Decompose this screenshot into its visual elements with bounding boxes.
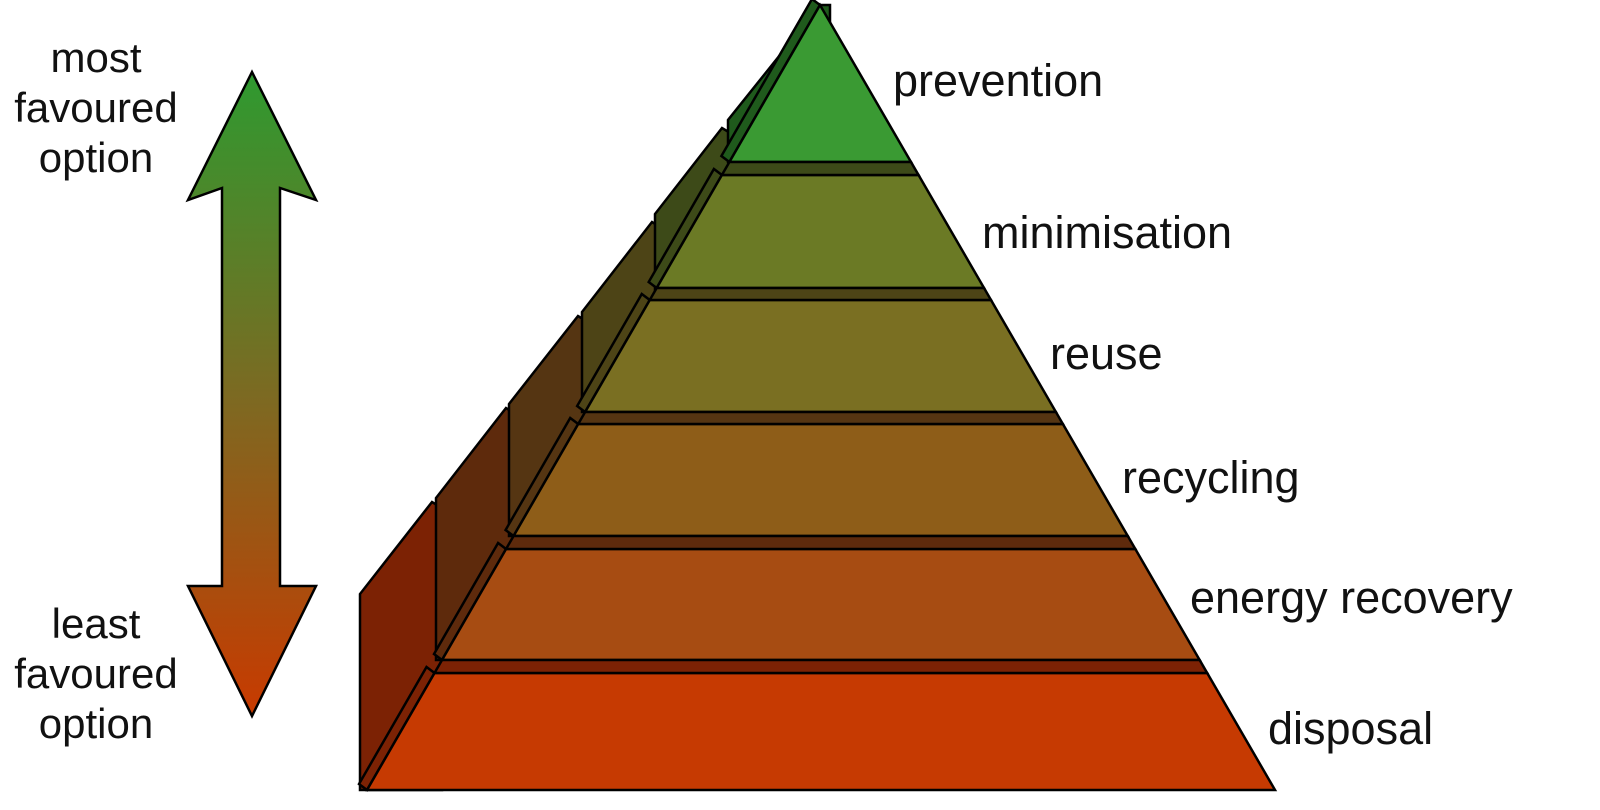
tier-label: recycling <box>1122 452 1300 503</box>
most-favoured-label: most favoured option <box>14 34 177 181</box>
tier-ledge <box>719 160 921 177</box>
tier-label: reuse <box>1050 328 1163 379</box>
tier-ledge <box>432 658 1210 675</box>
tier-ledge <box>503 534 1138 551</box>
most-favoured-line: option <box>39 134 153 181</box>
least-favoured-line: least <box>52 600 141 647</box>
tier-front-face <box>582 298 1059 414</box>
least-favoured-line: option <box>39 700 153 747</box>
tier-ledge <box>647 286 994 302</box>
tier-ledge <box>576 410 1066 426</box>
most-favoured-line: favoured <box>14 84 177 131</box>
preference-double-arrow <box>185 69 319 719</box>
tier-front-face <box>364 671 1278 792</box>
least-favoured-line: favoured <box>14 650 177 697</box>
most-favoured-line: most <box>50 34 141 81</box>
tier-label: minimisation <box>982 207 1232 258</box>
tier-front-face <box>439 547 1202 662</box>
tier-front-face <box>511 422 1130 538</box>
waste-pyramid <box>357 0 1278 792</box>
tier-label: prevention <box>893 55 1103 106</box>
least-favoured-label: least favoured option <box>14 600 177 747</box>
tier-label: energy recovery <box>1190 572 1513 623</box>
tier-label: disposal <box>1268 703 1433 754</box>
